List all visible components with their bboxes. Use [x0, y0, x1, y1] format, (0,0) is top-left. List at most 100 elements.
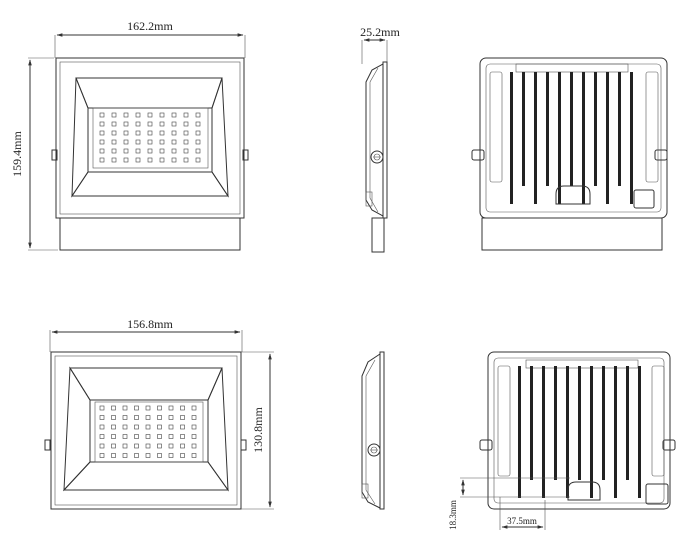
led-chip: [171, 139, 177, 145]
led-chip: [134, 415, 139, 420]
led-chip: [147, 139, 153, 145]
height-label-top: 159.4mm: [10, 131, 24, 177]
led-chip: [191, 453, 197, 458]
fin: [558, 72, 561, 204]
led-chip: [159, 139, 165, 145]
led-chip: [122, 453, 128, 458]
led-chip: [195, 148, 201, 154]
led-chip: [183, 148, 189, 154]
led-grid: [99, 112, 201, 163]
led-chip: [122, 405, 128, 411]
led-grid-small: [99, 405, 197, 458]
led-chip: [111, 121, 117, 127]
led-chip: [123, 112, 129, 118]
rear-view-small: 18.3mm 37.5mm: [448, 351, 676, 530]
height-label-bottom: 130.8mm: [251, 407, 265, 453]
led-chip: [99, 424, 105, 430]
led-chip: [147, 157, 153, 163]
led-chip: [135, 139, 141, 145]
led-chip: [99, 139, 105, 145]
bracket-side: [371, 217, 385, 253]
led-chip: [147, 130, 153, 136]
fin: [530, 366, 533, 480]
depth-label-top: 25.2mm: [360, 25, 400, 39]
led-chip: [99, 453, 105, 458]
led-chip: [168, 453, 174, 458]
fin: [630, 72, 633, 204]
led-chip: [122, 424, 128, 430]
led-chip: [180, 453, 185, 458]
fin: [590, 366, 593, 498]
rear-view-large: [471, 57, 668, 251]
hinge-nut-left: [471, 149, 485, 161]
led-chip: [171, 148, 177, 154]
led-chip: [99, 112, 105, 118]
led-chip: [157, 415, 162, 420]
led-chip: [157, 434, 162, 439]
rear-housing: [479, 57, 668, 219]
fin: [638, 366, 641, 498]
led-chip: [191, 415, 197, 420]
led-chip: [191, 424, 197, 430]
led-chip: [111, 424, 116, 430]
fin: [518, 366, 521, 498]
led-chip: [145, 424, 151, 430]
led-chip: [171, 130, 177, 136]
led-chip: [135, 121, 141, 127]
led-chip: [157, 405, 162, 411]
fin: [602, 366, 605, 480]
led-chip: [168, 415, 174, 420]
led-chip: [147, 112, 153, 118]
led-chip: [171, 112, 177, 118]
led-chip: [180, 415, 185, 420]
led-chip: [135, 130, 141, 136]
led-chip: [122, 434, 128, 439]
led-chip: [99, 121, 105, 127]
led-chip: [99, 148, 105, 154]
led-chip: [111, 453, 116, 458]
led-chip: [168, 424, 174, 430]
led-chip: [145, 405, 151, 411]
led-chip: [157, 453, 162, 458]
led-chip: [159, 121, 165, 127]
led-chip: [111, 405, 116, 411]
fin: [522, 72, 525, 186]
led-chip: [134, 424, 139, 430]
led-chip: [111, 148, 117, 154]
mounting-bracket: [59, 217, 241, 251]
fin: [626, 366, 629, 480]
led-chip: [159, 130, 165, 136]
led-chip: [157, 424, 162, 430]
led-chip: [180, 434, 185, 439]
led-chip: [99, 157, 105, 163]
led-chip: [183, 130, 189, 136]
led-chip: [159, 157, 165, 163]
cable-gland: [555, 185, 591, 205]
led-chip: [134, 443, 139, 449]
cable-gland-small: [567, 481, 601, 501]
led-chip: [99, 434, 105, 439]
led-chip: [122, 415, 128, 420]
led-chip: [99, 405, 105, 411]
led-board: [92, 107, 209, 169]
led-chip: [180, 443, 185, 449]
hinge-nut-right: [654, 149, 668, 161]
led-board-small: [94, 401, 204, 463]
led-chip: [134, 453, 139, 458]
side-view-large: 25.2mm: [360, 25, 400, 253]
led-chip: [111, 157, 117, 163]
bolt-icon-small: [367, 443, 381, 457]
side-view-small: [361, 351, 385, 510]
led-chip: [195, 130, 201, 136]
led-chip: [134, 434, 139, 439]
led-chip: [122, 443, 128, 449]
fin: [566, 366, 569, 498]
fin: [542, 366, 545, 498]
led-chip: [99, 415, 105, 420]
led-chip: [168, 434, 174, 439]
led-chip: [123, 121, 129, 127]
fin: [554, 366, 557, 480]
led-chip: [134, 405, 139, 411]
led-chip: [180, 405, 185, 411]
reflector-top: [75, 77, 223, 109]
